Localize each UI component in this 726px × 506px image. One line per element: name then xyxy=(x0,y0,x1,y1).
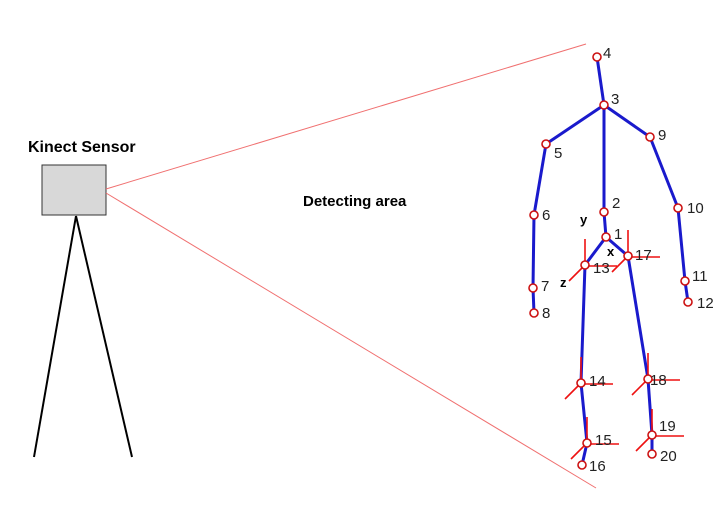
joint-18 xyxy=(643,374,653,384)
joint-6 xyxy=(529,210,539,220)
bone-1-17 xyxy=(604,235,630,258)
joint-12 xyxy=(683,297,693,307)
bone-17-18 xyxy=(626,254,650,381)
joint-label-20: 20 xyxy=(660,448,677,465)
bone-6-7 xyxy=(531,213,536,290)
joint-label-2: 2 xyxy=(612,195,620,212)
axis-label-y: y xyxy=(580,212,588,227)
bone-3-9 xyxy=(602,103,652,139)
axis-label-z: z xyxy=(560,275,567,290)
skeleton-bones xyxy=(531,55,690,467)
joint-16 xyxy=(577,460,587,470)
kinect-sensor-box xyxy=(41,164,107,216)
bone-10-11 xyxy=(676,206,687,283)
joint-label-8: 8 xyxy=(542,305,550,322)
tripod-leg-right xyxy=(75,215,133,458)
bone-3-5 xyxy=(544,103,606,146)
tripod-leg-left xyxy=(33,215,77,458)
joint-label-13: 13 xyxy=(593,260,610,277)
joint-label-9: 9 xyxy=(658,127,666,144)
detecting-area-label: Detecting area xyxy=(303,193,407,210)
joint-9 xyxy=(645,132,655,142)
joint-20 xyxy=(647,449,657,459)
joint-11 xyxy=(680,276,690,286)
bone-4-3 xyxy=(595,55,606,107)
joint-10 xyxy=(673,203,683,213)
joint-label-10: 10 xyxy=(687,200,704,217)
joint-label-3: 3 xyxy=(611,91,619,108)
bone-9-10 xyxy=(648,135,680,210)
joint-label-17: 17 xyxy=(635,247,652,264)
bone-1-13 xyxy=(583,235,608,267)
bone-14-15 xyxy=(579,381,589,445)
joint-label-12: 12 xyxy=(697,295,714,312)
joint-label-16: 16 xyxy=(589,458,606,475)
joint-label-4: 4 xyxy=(603,45,611,62)
axis-label-x: x xyxy=(607,244,615,259)
joint-17 xyxy=(623,251,633,261)
joint-label-11: 11 xyxy=(692,268,708,285)
sensor-label: Kinect Sensor xyxy=(28,139,136,156)
joint-label-18: 18 xyxy=(650,372,667,389)
field-ray-top xyxy=(105,43,587,190)
detecting-field xyxy=(105,43,597,489)
joint-1 xyxy=(601,232,611,242)
joint-label-7: 7 xyxy=(541,278,549,295)
joint-13 xyxy=(580,260,590,270)
joint-label-14: 14 xyxy=(589,373,606,390)
joint-14 xyxy=(576,378,586,388)
joint-8 xyxy=(529,308,539,318)
joint-7 xyxy=(528,283,538,293)
skeleton-joints xyxy=(528,52,693,470)
joint-label-5: 5 xyxy=(554,145,562,162)
joint-2 xyxy=(599,207,609,217)
joint-label-19: 19 xyxy=(659,418,676,435)
joint-4 xyxy=(592,52,602,62)
bone-5-6 xyxy=(532,142,548,217)
field-ray-bottom xyxy=(105,192,597,489)
joint-5 xyxy=(541,139,551,149)
tripod xyxy=(33,215,133,458)
joint-label-15: 15 xyxy=(595,432,612,449)
joint-3 xyxy=(599,100,609,110)
joint-label-6: 6 xyxy=(542,207,550,224)
joint-label-1: 1 xyxy=(614,226,622,243)
joint-19 xyxy=(647,430,657,440)
joint-15 xyxy=(582,438,592,448)
